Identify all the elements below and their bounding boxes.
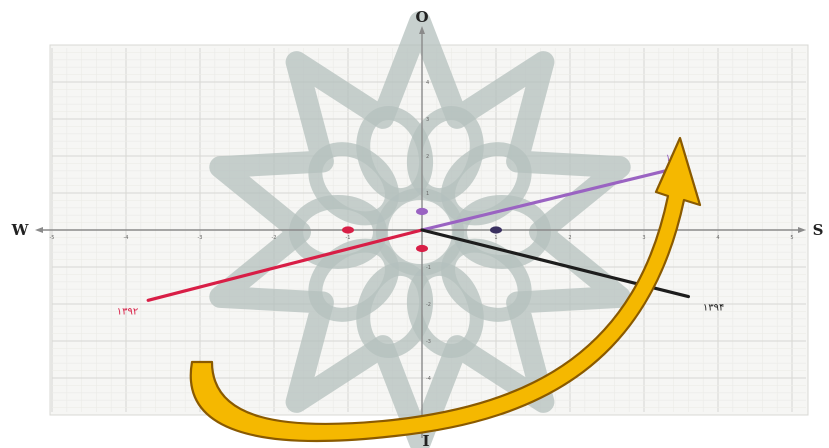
x-tick-label: -5 <box>50 235 55 241</box>
points <box>342 207 502 253</box>
x-tick-label: 5 <box>790 235 793 241</box>
x-tick-label: 2 <box>568 235 571 241</box>
black-ray-label: ۱۳۹۴ <box>703 303 724 314</box>
rosette-watermark <box>209 11 631 448</box>
axis-letter-left: W <box>11 221 30 239</box>
point-red-left <box>342 226 354 234</box>
y-tick-label: -4 <box>426 376 431 382</box>
y-tick-label: 1 <box>426 191 429 197</box>
point-red-bottom <box>416 244 428 253</box>
rosette-outer-star <box>209 11 631 448</box>
x-tick-label: -2 <box>272 235 277 241</box>
y-tick-label: -2 <box>426 302 431 308</box>
axis-letter-top: O <box>415 8 428 26</box>
y-tick-label: -1 <box>426 265 431 271</box>
point-purple <box>416 207 428 216</box>
axis-letter-right: S <box>813 221 824 239</box>
axis-letter-bottom: I <box>422 432 429 448</box>
red-ray <box>146 228 424 302</box>
y-tick-label: 3 <box>426 117 429 123</box>
curved-arrow-icon <box>189 136 702 442</box>
purple-ray <box>420 165 683 232</box>
x-tick-label: 4 <box>716 235 719 241</box>
tick-labels: -5 -4 -3 -2 -1 1 2 3 4 5 4 3 2 1 -1 -2 -3 -4 <box>50 80 794 382</box>
x-tick-label: 1 <box>494 235 497 241</box>
x-axis-arrow-right-icon <box>798 227 806 233</box>
rosette-center <box>376 188 464 276</box>
x-axis-arrow-left-icon <box>35 227 43 233</box>
x-tick-label: -3 <box>198 235 203 241</box>
x-tick-label: -4 <box>124 235 129 241</box>
y-tick-label: 4 <box>426 80 429 86</box>
red-ray-label: ۱۳۹۲ <box>117 306 138 317</box>
y-tick-label: 2 <box>426 154 429 160</box>
y-axis-arrow-up-icon <box>419 26 425 34</box>
rotation-arrow <box>189 136 702 442</box>
x-tick-label: 3 <box>642 235 645 241</box>
y-tick-label: -3 <box>426 339 431 345</box>
x-tick-label: -1 <box>346 235 351 241</box>
point-navy <box>490 226 502 234</box>
